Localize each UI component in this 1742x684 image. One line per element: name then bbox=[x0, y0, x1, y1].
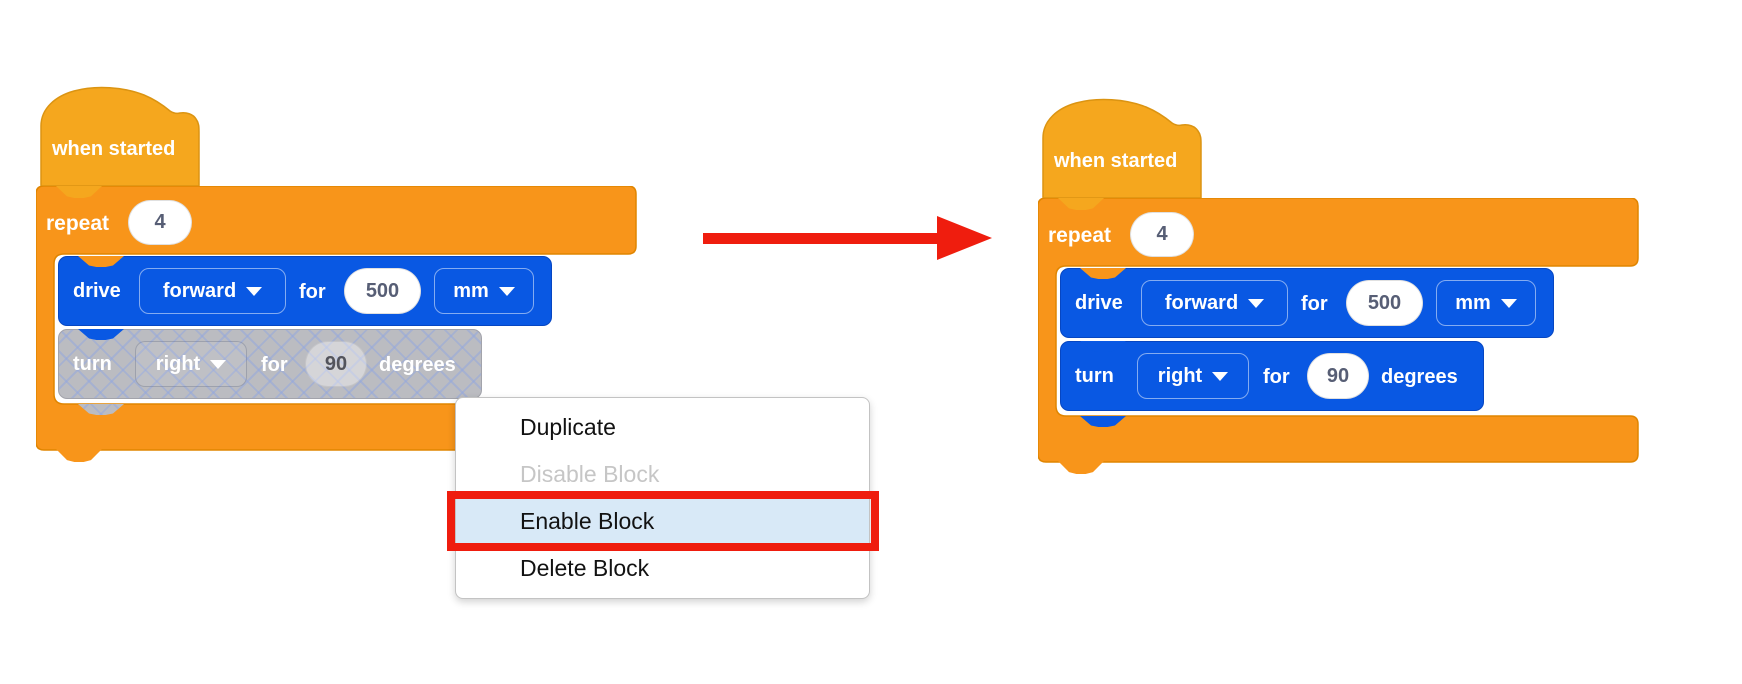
drive-label: drive bbox=[1075, 292, 1123, 314]
drive-unit-dropdown[interactable]: mm bbox=[1436, 280, 1536, 326]
degrees-label: degrees bbox=[379, 354, 456, 376]
for-label: for bbox=[299, 281, 326, 303]
notch-bump bbox=[1080, 416, 1126, 427]
turn-block-right-enabled[interactable]: turn right for 90 degrees bbox=[1060, 341, 1484, 411]
drive-distance-input[interactable]: 500 bbox=[1346, 280, 1423, 326]
repeat-label: repeat bbox=[1048, 224, 1112, 247]
repeat-block-left[interactable] bbox=[36, 186, 637, 451]
caret-down-icon bbox=[210, 359, 227, 369]
caret-down-icon bbox=[246, 286, 263, 296]
drive-direction-dropdown[interactable]: forward bbox=[1141, 280, 1288, 326]
notch-bump bbox=[78, 404, 124, 415]
menu-item-enable-block[interactable]: Enable Block bbox=[456, 498, 869, 545]
caret-down-icon bbox=[1248, 298, 1265, 308]
red-highlight-annotation bbox=[447, 491, 879, 551]
hat-shape bbox=[40, 86, 200, 187]
notch-bump bbox=[1080, 341, 1126, 352]
drive-label: drive bbox=[73, 280, 121, 302]
when-started-label: when started bbox=[52, 138, 176, 160]
repeat-count-input[interactable]: 4 bbox=[128, 200, 192, 245]
repeat-c-shape bbox=[36, 186, 637, 451]
turn-direction-dropdown[interactable]: right bbox=[135, 341, 247, 387]
when-started-label: when started bbox=[1054, 150, 1178, 172]
turn-label: turn bbox=[73, 353, 112, 375]
turn-angle-input[interactable]: 90 bbox=[1307, 353, 1369, 399]
drive-block-right[interactable]: drive forward for 500 mm bbox=[1060, 268, 1554, 338]
when-started-hat-block-left[interactable] bbox=[36, 86, 204, 187]
hat-notch-bump bbox=[56, 186, 102, 198]
next-block-tab bbox=[56, 449, 102, 462]
caret-down-icon bbox=[1500, 298, 1517, 308]
drive-direction-dropdown[interactable]: forward bbox=[139, 268, 286, 314]
for-label: for bbox=[1301, 293, 1328, 315]
repeat-c-shape bbox=[1038, 198, 1639, 463]
red-arrow-right-icon bbox=[703, 216, 992, 260]
hat-shape bbox=[1042, 98, 1202, 199]
hat-notch-bump bbox=[1058, 198, 1104, 210]
menu-item-disable-block[interactable]: Disable Block bbox=[520, 461, 660, 487]
caret-down-icon bbox=[1212, 371, 1229, 381]
notch-bump bbox=[1080, 268, 1126, 279]
degrees-label: degrees bbox=[1381, 366, 1458, 388]
notch-bump bbox=[78, 256, 124, 267]
repeat-block-right[interactable] bbox=[1038, 198, 1639, 463]
repeat-count-input[interactable]: 4 bbox=[1130, 212, 1194, 257]
menu-item-duplicate[interactable]: Duplicate bbox=[520, 414, 616, 440]
turn-angle-input[interactable]: 90 bbox=[305, 341, 367, 387]
turn-label: turn bbox=[1075, 365, 1114, 387]
drive-unit-dropdown[interactable]: mm bbox=[434, 268, 534, 314]
for-label: for bbox=[261, 354, 288, 376]
menu-item-delete-block[interactable]: Delete Block bbox=[520, 555, 650, 581]
turn-block-left-disabled[interactable]: turn right for 90 degrees bbox=[58, 329, 482, 399]
notch-bump bbox=[78, 329, 124, 340]
caret-down-icon bbox=[498, 286, 515, 296]
drive-block-left[interactable]: drive forward for 500 mm bbox=[58, 256, 552, 326]
for-label: for bbox=[1263, 366, 1290, 388]
repeat-label: repeat bbox=[46, 212, 110, 235]
when-started-hat-block-right[interactable] bbox=[1038, 98, 1206, 199]
turn-direction-dropdown[interactable]: right bbox=[1137, 353, 1249, 399]
next-block-tab bbox=[1058, 461, 1104, 474]
drive-distance-input[interactable]: 500 bbox=[344, 268, 421, 314]
